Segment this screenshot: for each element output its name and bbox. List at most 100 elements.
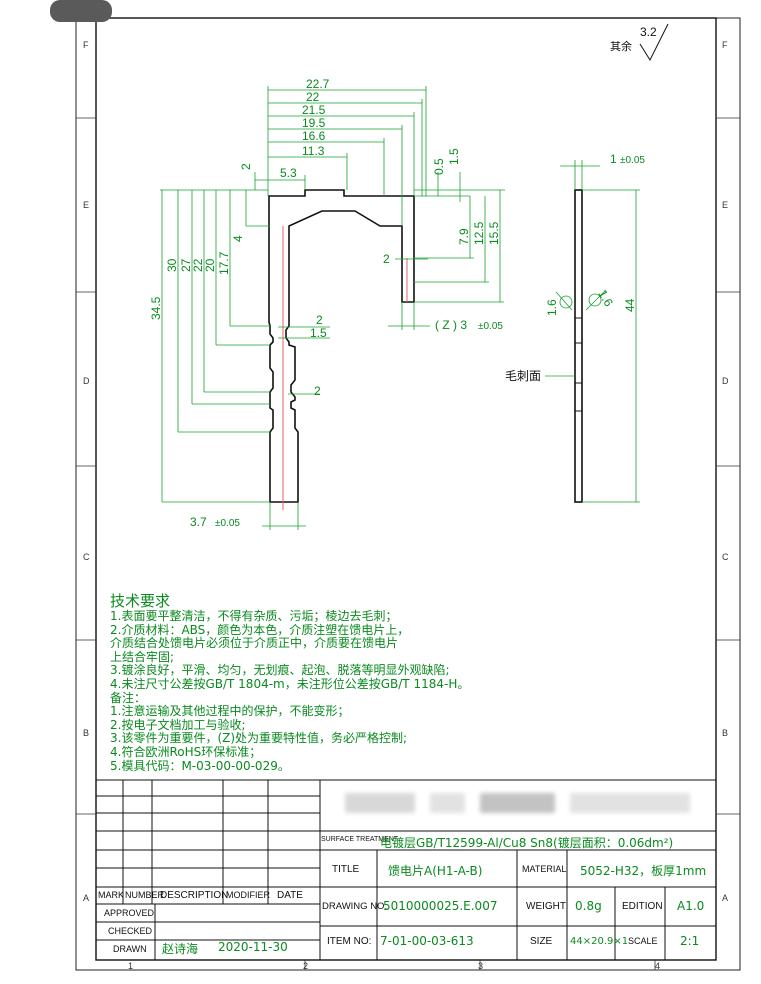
weight-label: WEIGHT bbox=[526, 901, 566, 912]
note-line: 1.注意运输及其他过程中的保护，不能变形； bbox=[110, 704, 350, 719]
blurred-logo bbox=[480, 793, 555, 813]
dim-7-9: 7.9 bbox=[457, 228, 471, 245]
dim-11-3: 11.3 bbox=[302, 144, 325, 158]
note-line: 3.该零件为重要件，(Z)处为重要特性值，务必严格控制; bbox=[110, 731, 408, 746]
dim-5-3: 5.3 bbox=[280, 166, 297, 180]
dim-19-5: 19.5 bbox=[302, 116, 326, 130]
drawing-no-value: 5010000025.E.007 bbox=[383, 899, 498, 913]
dim-1-5-mid: 1.5 bbox=[310, 326, 327, 340]
material-label: MATERIAL bbox=[522, 864, 567, 874]
radius-right: 1.6 bbox=[595, 288, 616, 310]
corner-tab bbox=[50, 0, 112, 22]
note-line: 3.镀涂良好，平滑、均匀，无划痕、起泡、脱落等明显外观缺陷; bbox=[110, 663, 450, 678]
dim-thickness: 1 bbox=[610, 152, 617, 166]
zone-ticks bbox=[76, 117, 740, 970]
drawn-label: DRAWN bbox=[113, 944, 147, 954]
zone-col-2: 2 bbox=[303, 961, 309, 971]
dim-mid-2: 2 bbox=[314, 384, 321, 398]
rev-header-mark: MARK bbox=[98, 890, 125, 900]
weight-value: 0.8g bbox=[575, 899, 602, 913]
dim-4: 4 bbox=[231, 235, 245, 242]
dim-neck-2: 2 bbox=[316, 313, 323, 327]
zone-row-c-right: C bbox=[722, 552, 729, 562]
item-no-value: 7-01-00-03-613 bbox=[380, 934, 474, 948]
dim-0-5: 0.5 bbox=[432, 158, 446, 175]
zone-col-3: 3 bbox=[478, 961, 484, 971]
drawn-by: 赵诗海 bbox=[162, 942, 199, 956]
note-line: 5.模具代码：M-03-00-00-029。 bbox=[110, 758, 290, 773]
burr-surface-label: 毛刺面 bbox=[505, 369, 541, 383]
notes-title: 技术要求 bbox=[110, 592, 171, 610]
side-view bbox=[574, 189, 583, 503]
checked-label: CHECKED bbox=[108, 926, 153, 936]
dim-16-6: 16.6 bbox=[302, 129, 326, 143]
dim-z: ( Z ) 3 bbox=[435, 318, 467, 332]
zone-row-b-left: B bbox=[83, 728, 90, 738]
surface-treatment-value: 电镀层GB/T12599-Al/Cu8 Sn8(镀层面积：0.06dm²) bbox=[380, 836, 674, 850]
dim-1-5: 1.5 bbox=[447, 148, 461, 165]
zone-col-1: 1 bbox=[128, 961, 134, 971]
note-line: 介质结合处馈电片必须位于介质正中，介质要在馈电片 bbox=[110, 636, 399, 651]
technical-notes: 技术要求 1.表面要平整清洁，不得有杂质、污垢；棱边去毛刺； 2.介质材料：AB… bbox=[110, 592, 670, 773]
rev-header-description: DESCRIPTION bbox=[160, 890, 229, 901]
drawn-date: 2020-11-30 bbox=[218, 940, 288, 954]
front-view bbox=[268, 189, 415, 503]
blurred-logo bbox=[570, 793, 690, 813]
zone-row-b-right: B bbox=[722, 728, 729, 738]
rev-header-number: NUMBER bbox=[125, 890, 165, 900]
drawing-no-label: DRAWING NO: bbox=[322, 901, 388, 912]
dim-leg-2: 2 bbox=[383, 252, 390, 266]
dim-21-5: 21.5 bbox=[302, 103, 326, 117]
edition-value: A1.0 bbox=[677, 899, 705, 913]
dim-44: 44 bbox=[623, 298, 637, 312]
inner-frame bbox=[95, 17, 717, 961]
note-line: 1.表面要平整清洁，不得有杂质、污垢；棱边去毛刺； bbox=[110, 609, 398, 623]
zone-row-f-right: F bbox=[722, 40, 728, 50]
dim-30: 30 bbox=[165, 258, 179, 272]
title-block-grid bbox=[96, 779, 716, 960]
dim-27: 27 bbox=[179, 258, 193, 272]
roughness-label: 其余 bbox=[610, 39, 632, 53]
scale-value: 2:1 bbox=[680, 934, 700, 948]
dim-3-7: 3.7 bbox=[190, 515, 207, 529]
note-line: 2.按电子文档加工与验收; bbox=[110, 717, 246, 732]
dim-top-2: 2 bbox=[239, 163, 253, 170]
zone-row-e-right: E bbox=[722, 200, 729, 210]
dim-z-tol: ±0.05 bbox=[478, 321, 503, 332]
edition-label: EDITION bbox=[622, 901, 663, 912]
note-line: 4.未注尺寸公差按GB/T 1804-m，未注形位公差按GB/T 1184-H。 bbox=[110, 676, 470, 691]
note-line: 2.介质材料：ABS，颜色为本色，介质注塑在馈电片上， bbox=[110, 622, 410, 637]
surface-treatment-label: SURFACE TREATMENT bbox=[321, 836, 399, 843]
blurred-logo bbox=[430, 793, 465, 813]
dimension-lines bbox=[160, 86, 640, 530]
zone-row-f-left: F bbox=[83, 40, 89, 50]
zone-row-d-right: D bbox=[722, 376, 729, 386]
zone-row-a-right: A bbox=[722, 893, 729, 903]
zone-row-e-left: E bbox=[83, 200, 90, 210]
rev-header-date: DATE bbox=[277, 890, 303, 901]
radius-left: 1.6 bbox=[545, 299, 559, 316]
zone-row-c-left: C bbox=[83, 552, 90, 562]
dim-thickness-tol: ±0.05 bbox=[620, 155, 645, 166]
dim-22-left: 22 bbox=[191, 258, 205, 272]
roughness-value: 3.2 bbox=[640, 25, 657, 39]
dim-20: 20 bbox=[203, 258, 217, 272]
dim-17-7: 17.7 bbox=[217, 251, 231, 275]
zone-row-a-left: A bbox=[83, 893, 90, 903]
note-line: 上结合牢固; bbox=[110, 649, 175, 664]
note-line: 备注： bbox=[110, 690, 147, 705]
roughness-icon bbox=[639, 23, 669, 62]
zone-row-d-left: D bbox=[83, 376, 90, 386]
size-label: SIZE bbox=[530, 936, 553, 947]
blurred-logo bbox=[345, 793, 415, 813]
material-value: 5052-H32，板厚1mm bbox=[580, 864, 707, 878]
dim-22-7: 22.7 bbox=[306, 77, 330, 91]
dim-22: 22 bbox=[306, 90, 320, 104]
dim-12-5: 12.5 bbox=[472, 221, 486, 245]
zone-col-4: 4 bbox=[655, 961, 661, 971]
title-value: 馈电片A(H1-A-B) bbox=[388, 864, 483, 878]
scale-label: SCALE bbox=[628, 936, 658, 946]
rev-header-modifier: MODIFIER bbox=[226, 890, 270, 900]
dim-3-7-tol: ±0.05 bbox=[215, 518, 240, 529]
note-line: 4.符合欧洲RoHS环保标准； bbox=[110, 744, 262, 759]
